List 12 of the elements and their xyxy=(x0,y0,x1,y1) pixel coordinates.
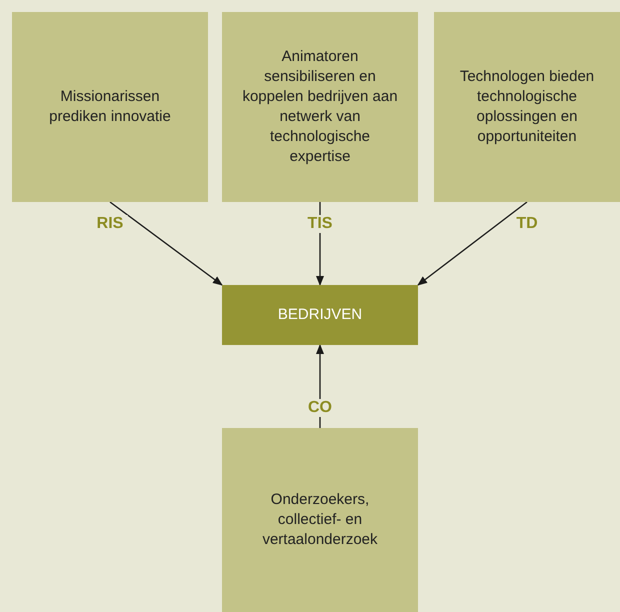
box-text: Missionarissen prediken innovatie xyxy=(48,87,172,127)
actor-box xyxy=(12,12,208,202)
box-text: BEDRIJVEN xyxy=(278,304,362,325)
actor-box xyxy=(222,428,418,612)
actor-box xyxy=(222,12,418,202)
actor-box xyxy=(434,12,620,202)
arrow xyxy=(417,201,528,286)
box-text: Technologen bieden technologische oplossingen en opportuniteiten xyxy=(458,67,596,147)
box-text: Onderzoekers, collectief- en vertaalonderzoek xyxy=(261,490,379,550)
arrow xyxy=(110,201,223,286)
company-box xyxy=(222,285,418,345)
box-text: Animatoren sensibiliseren en koppelen bedrijven aan netwerk van technologische expertise xyxy=(242,47,398,167)
